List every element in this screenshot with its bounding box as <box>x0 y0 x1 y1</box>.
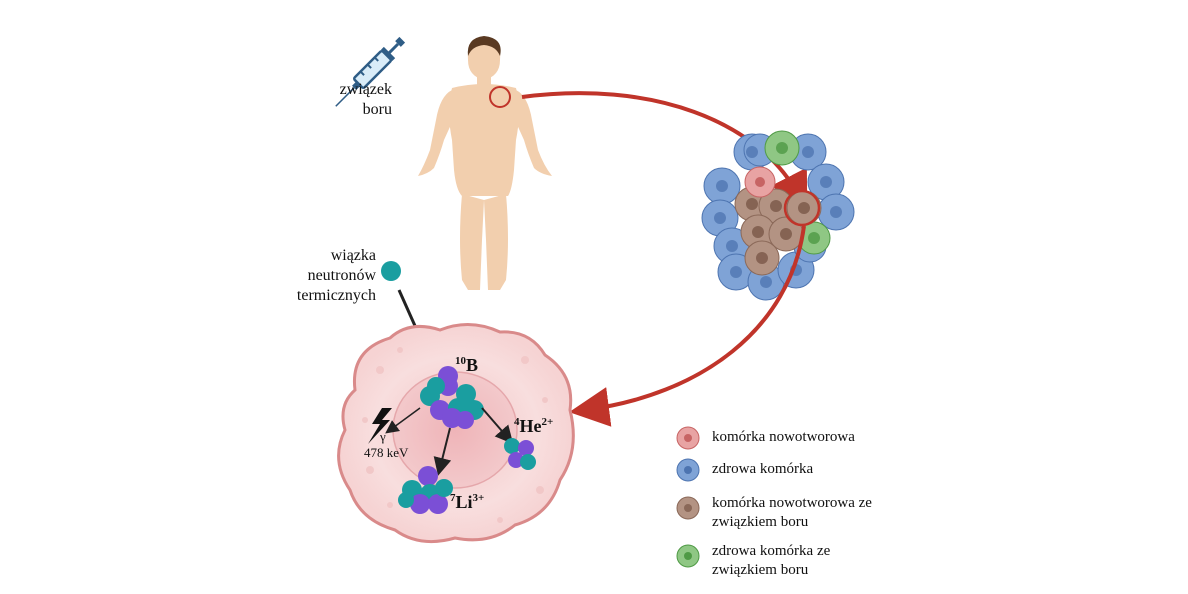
label-gamma-energy: 478 keV <box>364 445 409 460</box>
human-figure <box>418 36 552 290</box>
boron-nucleus <box>420 366 484 429</box>
label-boron-isotope: 10B <box>455 355 479 375</box>
label-lithium-isotope: 7Li3+ <box>450 492 485 512</box>
gamma-arrow <box>385 407 421 434</box>
legend-item-tumor-cell: komórka nowotworowa <box>712 429 855 445</box>
label-gamma-symbol: γ <box>380 429 386 444</box>
label-neutron-beam: wiązka neutronów termicznych <box>296 247 376 304</box>
legend-swatches <box>676 426 700 568</box>
arrow-to-tumor <box>521 91 808 213</box>
label-helium-isotope: 4He2+ <box>514 416 554 436</box>
neutron-particle <box>381 261 401 281</box>
tumor-cluster <box>701 130 855 301</box>
legend-item-healthy-cell: zdrowa komórka <box>712 461 814 477</box>
label-boron-compound: związek boru <box>339 81 392 118</box>
arrow-to-cell <box>569 225 806 427</box>
lightning-icon <box>368 408 392 444</box>
syringe-icon <box>335 36 406 107</box>
helium-nucleus <box>504 438 536 470</box>
helium-arrow <box>481 407 514 445</box>
lithium-nucleus <box>398 466 453 514</box>
lithium-arrow <box>433 427 452 476</box>
selected-cell-marker <box>783 189 821 227</box>
injection-site-marker <box>489 86 511 108</box>
